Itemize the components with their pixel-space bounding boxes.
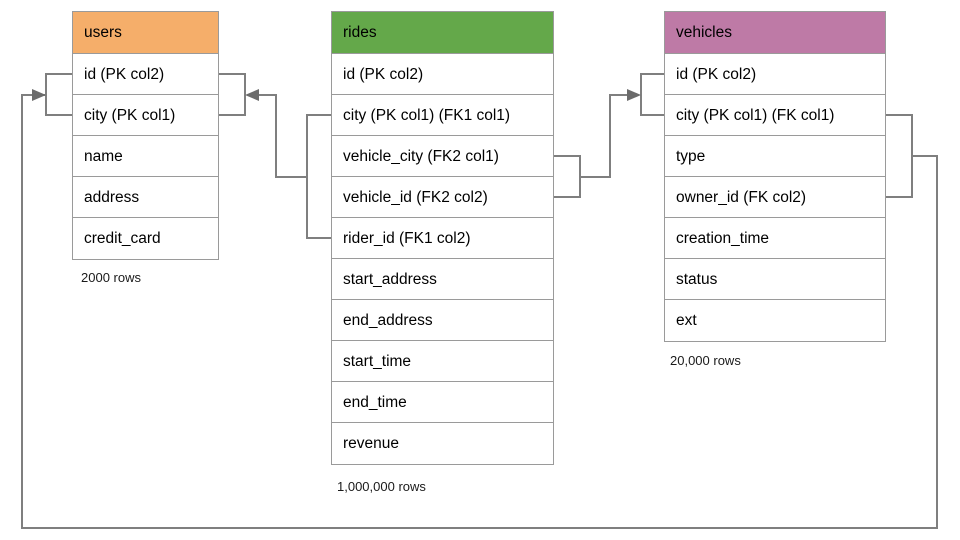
relationship-bracket-vehicles-left bbox=[640, 73, 664, 116]
column-rides-vehicle-id[interactable]: vehicle_id (FK2 col2) bbox=[332, 177, 553, 218]
relationship-bracket-users-left bbox=[45, 73, 73, 116]
entity-table-rides[interactable]: rides id (PK col2) city (PK col1) (FK1 c… bbox=[331, 11, 554, 465]
column-rides-start-time[interactable]: start_time bbox=[332, 341, 553, 382]
column-vehicles-city[interactable]: city (PK col1) (FK col1) bbox=[665, 95, 885, 136]
column-users-id[interactable]: id (PK col2) bbox=[73, 54, 218, 95]
relationship-bracket-rides-left bbox=[306, 114, 331, 239]
column-vehicles-owner-id[interactable]: owner_id (FK col2) bbox=[665, 177, 885, 218]
entity-table-vehicles[interactable]: vehicles id (PK col2) city (PK col1) (FK… bbox=[664, 11, 886, 342]
relationship-vehicles-fk-users bbox=[21, 73, 938, 529]
column-rides-start-address[interactable]: start_address bbox=[332, 259, 553, 300]
relationship-bracket-rides-right bbox=[554, 155, 581, 198]
column-rides-city[interactable]: city (PK col1) (FK1 col1) bbox=[332, 95, 553, 136]
entity-header-rides: rides bbox=[332, 12, 553, 54]
column-vehicles-id[interactable]: id (PK col2) bbox=[665, 54, 885, 95]
entity-table-users[interactable]: users id (PK col2) city (PK col1) name a… bbox=[72, 11, 219, 260]
arrowhead-into-vehicles-left bbox=[627, 89, 641, 101]
row-count-users: 2000 rows bbox=[81, 270, 141, 285]
column-rides-id[interactable]: id (PK col2) bbox=[332, 54, 553, 95]
column-vehicles-ext[interactable]: ext bbox=[665, 300, 885, 341]
column-vehicles-status[interactable]: status bbox=[665, 259, 885, 300]
arrowhead-into-users-left bbox=[32, 89, 46, 101]
relationship-rides-fk2-vehicles bbox=[554, 73, 664, 198]
entity-header-vehicles: vehicles bbox=[665, 12, 885, 54]
column-rides-end-time[interactable]: end_time bbox=[332, 382, 553, 423]
column-vehicles-creation-time[interactable]: creation_time bbox=[665, 218, 885, 259]
relationship-bracket-users-right bbox=[219, 73, 246, 116]
relationship-bracket-vehicles-right bbox=[886, 114, 913, 198]
column-users-address[interactable]: address bbox=[73, 177, 218, 218]
column-users-name[interactable]: name bbox=[73, 136, 218, 177]
relationship-rail-right bbox=[21, 94, 938, 529]
column-rides-revenue[interactable]: revenue bbox=[332, 423, 553, 464]
relationship-rides-fk1-users bbox=[219, 73, 331, 239]
column-rides-end-address[interactable]: end_address bbox=[332, 300, 553, 341]
relationship-path-rides-to-users bbox=[251, 94, 307, 178]
row-count-rides: 1,000,000 rows bbox=[337, 479, 426, 494]
entity-header-users: users bbox=[73, 12, 218, 54]
column-users-city[interactable]: city (PK col1) bbox=[73, 95, 218, 136]
arrowhead-into-users-right bbox=[245, 89, 259, 101]
row-count-vehicles: 20,000 rows bbox=[670, 353, 741, 368]
column-rides-vehicle-city[interactable]: vehicle_city (FK2 col1) bbox=[332, 136, 553, 177]
relationship-path-rides-to-vehicles bbox=[580, 94, 635, 178]
column-users-credit-card[interactable]: credit_card bbox=[73, 218, 218, 259]
column-vehicles-type[interactable]: type bbox=[665, 136, 885, 177]
column-rides-rider-id[interactable]: rider_id (FK1 col2) bbox=[332, 218, 553, 259]
